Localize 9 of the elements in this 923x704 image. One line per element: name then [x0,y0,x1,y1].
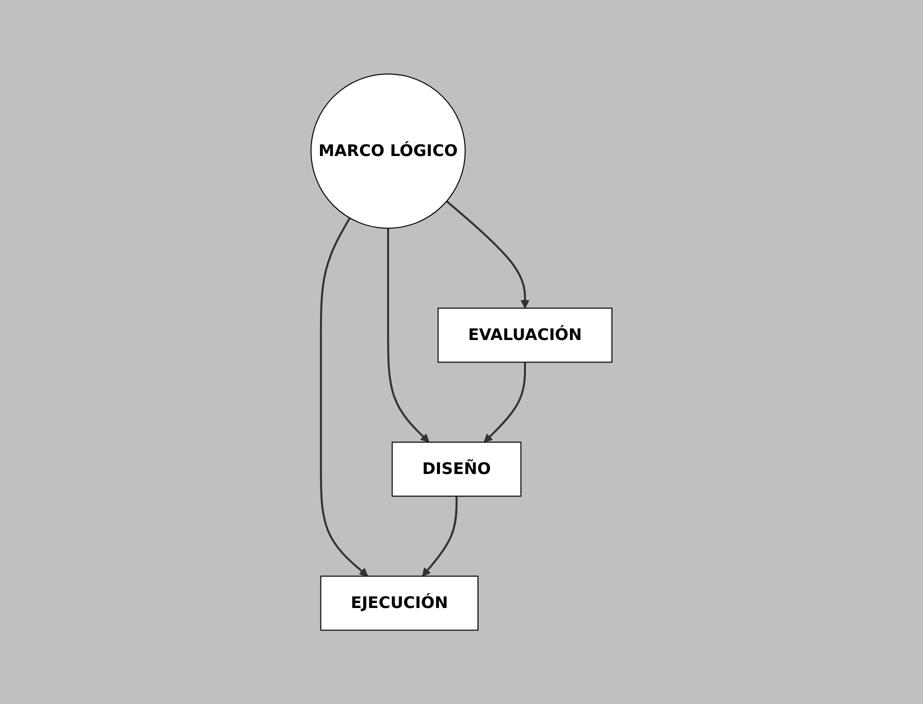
arrow [320,217,368,576]
arrow [446,200,530,308]
node-box: EVALUACIÓN [438,308,612,363]
node-circle: MARCO LÓGICO [310,73,466,229]
arrow [484,362,526,442]
node-box: EJECUCIÓN [320,576,479,631]
node-box: DISEÑO [392,442,522,497]
arrow [422,496,458,576]
arrow [387,228,430,442]
